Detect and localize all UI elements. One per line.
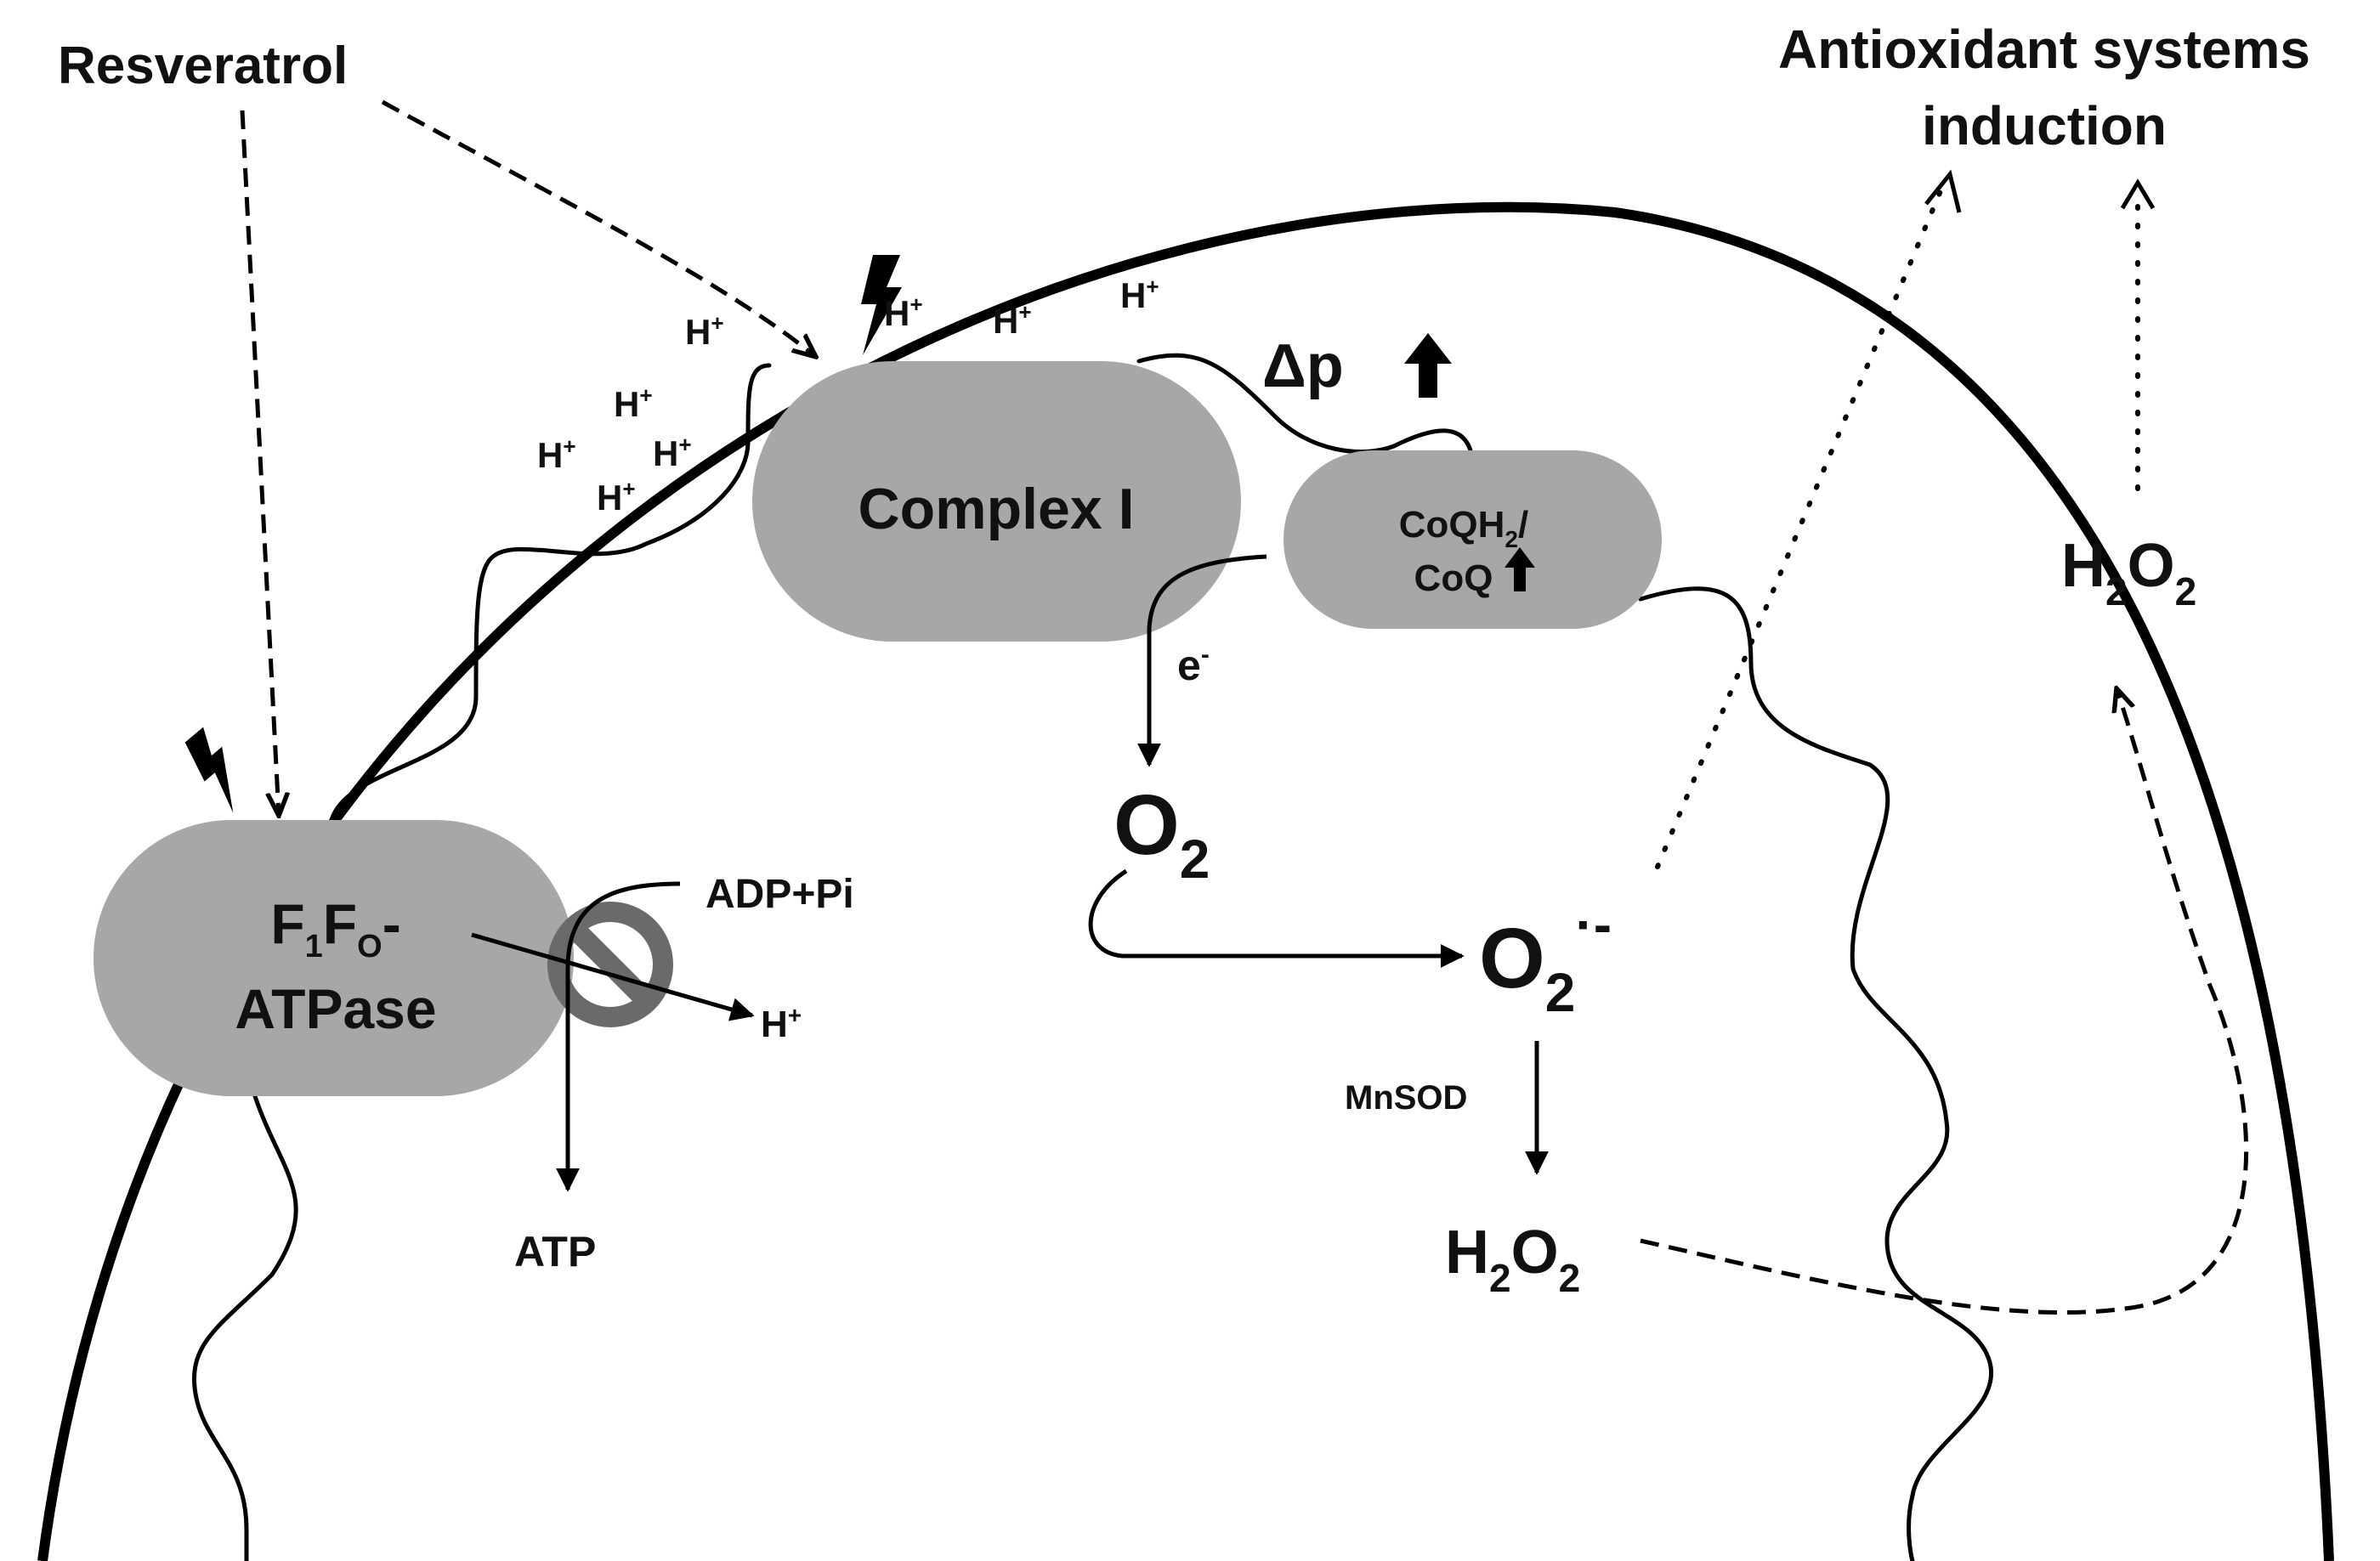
- oxygen-to-superoxide-arrow: [1088, 868, 1465, 968]
- electron-arrow: [1137, 554, 1267, 767]
- proton-h-4: H+: [1120, 274, 1159, 315]
- no-entry-icon: [547, 902, 673, 1027]
- proton-h-1: H+: [685, 310, 724, 352]
- up-arrow-icon: [1404, 333, 1452, 398]
- h2o2-cytosol-label: H2O2: [2061, 532, 2196, 614]
- up-arrow-icon: [1504, 547, 1535, 591]
- inner-membrane-3: [1638, 586, 1993, 1561]
- electron-label: e-: [1177, 641, 1210, 689]
- antioxidant-label-line2: induction: [1922, 95, 2167, 156]
- proton-h-7: H+: [653, 432, 692, 473]
- superoxide-signal-dotted: [1655, 184, 1945, 869]
- coq-pool: [1284, 450, 1662, 629]
- adp-pi-label: ADP+Pi: [706, 872, 854, 917]
- resveratrol-to-complex-i-arrow: [381, 99, 816, 357]
- coq-label-line2: CoQ: [1414, 557, 1493, 599]
- proton-h-atpase: H+: [761, 1002, 802, 1045]
- resveratrol-to-atpase-arrow: [240, 110, 279, 816]
- proton-flow-arrow: [471, 932, 755, 1021]
- inner-membrane-4: [192, 1094, 298, 1561]
- antioxidant-label-line1: Antioxidant systems: [1778, 19, 2310, 80]
- lightning-bolt-icon: [184, 727, 234, 813]
- atp-synthase-label-line1: F1FO-: [270, 892, 400, 964]
- h2o2-signal-head: [2120, 178, 2156, 210]
- atp-synthase-label-line2: ATPase: [235, 977, 436, 1040]
- adp-to-atp-arrow: [556, 881, 681, 1192]
- complex-i: [752, 361, 1241, 642]
- complex-i-label: Complex I: [858, 477, 1135, 541]
- proton-h-5: H+: [614, 382, 653, 424]
- h2o2-diffusion-arrow: [1640, 688, 2249, 1315]
- mnsod-label: MnSOD: [1345, 1079, 1467, 1117]
- inner-membrane: [329, 363, 772, 823]
- proton-h-2: H+: [884, 291, 923, 333]
- inner-membrane-2: [1136, 353, 1473, 455]
- proton-h-3: H+: [993, 299, 1032, 341]
- proton-h-8: H+: [597, 476, 636, 518]
- h2o2-matrix-label: H2O2: [1445, 1219, 1580, 1300]
- proton-h-6: H+: [537, 433, 576, 475]
- atp-label: ATP: [514, 1228, 596, 1275]
- oxygen-label: O2: [1114, 778, 1210, 890]
- atp-synthase: [94, 820, 574, 1096]
- superoxide-signal-head: [1924, 169, 1962, 213]
- delta-p-label: Δp: [1262, 332, 1344, 400]
- resveratrol-label: Resveratrol: [58, 37, 348, 95]
- superoxide-label: O2·-: [1479, 894, 1612, 1023]
- coq-label-line1: CoQH2/: [1399, 504, 1528, 552]
- lightning-bolt-icon: [861, 255, 902, 355]
